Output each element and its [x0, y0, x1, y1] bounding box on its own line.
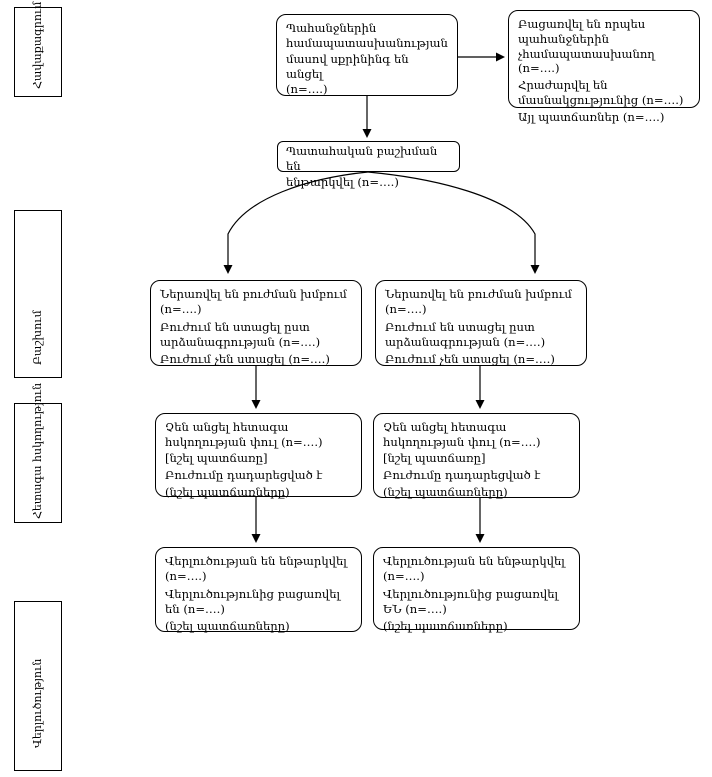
excluded-item-other-reasons: Այլ պատճառներ (n=….): [518, 109, 665, 124]
stage-box-follow-up: Հետագա հսկողություն: [14, 383, 62, 523]
allocation-left-not-received: Բուժում չեն ստացել (n=….): [160, 352, 330, 367]
analysis-left-reasons: (նշել պատճառները): [165, 619, 290, 634]
stage-box-analysis: Վերլուծություն: [14, 601, 62, 771]
analysis-left-analysed: Վերլուծության են ենթարկվել (n=….): [165, 554, 347, 584]
stage-label-analysis: Վերլուծություն: [31, 658, 44, 748]
randomized-text: Պատահական բաշխման են ենթարկվել (n=….): [286, 144, 438, 189]
excluded-item-not-meeting-criteria: Բացառվել են որպես պահանջներին չհամապատաս…: [518, 17, 655, 76]
follow-up-right-box: Չեն անցել հետագա հսկողության փուլ (n=….)…: [373, 413, 580, 500]
allocation-left-box: Ներառվել են բուժման խմբում (n=….) Բուժու…: [150, 280, 362, 366]
follow-up-left-discontinued: Բուժումը դադարեցված է: [165, 467, 323, 482]
follow-up-left-reasons: (նշել պատճառները): [165, 485, 290, 500]
screening-text: Պահանջներին համապատասխանության մասով սքր…: [286, 21, 448, 97]
analysis-right-analysed: Վերլուծության են ենթարկվել (n=….): [383, 554, 565, 584]
allocation-right-not-received: Բուժում չեն ստացել (n=….): [385, 352, 555, 367]
analysis-right-excluded: Վերլուծությունից բացառվել ԵՆ (n=….): [383, 586, 559, 616]
allocation-right-included: Ներառվել են բուժման խմբում (n=….): [385, 287, 572, 317]
follow-up-right-reasons: (նշել պատճառները): [383, 485, 508, 500]
analysis-right-reasons: (նշել պատճառները): [383, 619, 508, 634]
follow-up-left-lost: Չեն անցել հետագա հսկողության փուլ (n=….)…: [165, 420, 323, 465]
excluded-box: Բացառվել են որպես պահանջներին չհամապատաս…: [508, 10, 700, 124]
allocation-right-box: Ներառվել են բուժման խմբում (n=….) Բուժու…: [375, 280, 587, 366]
analysis-left-excluded: Վերլուծությունից բացառվել են (n=….): [165, 586, 341, 616]
randomized-box: Պատահական բաշխման են ենթարկվել (n=….): [277, 141, 460, 189]
screening-box: Պահանջներին համապատասխանության մասով սքր…: [276, 14, 458, 96]
follow-up-left-box: Չեն անցել հետագա հսկողության փուլ (n=….)…: [155, 413, 362, 500]
excluded-item-declined: Հրաժարվել են մասնակցությունից (n=….): [518, 78, 684, 108]
stage-label-follow-up: Հետագա հսկողություն: [31, 382, 44, 519]
allocation-right-received: Բուժում են ստացել ըստ արձանագրության (n=…: [385, 319, 546, 349]
stage-box-recruitment: Հավաքագրում: [14, 2, 62, 97]
follow-up-right-discontinued: Բուժումը դադարեցված է: [383, 467, 541, 482]
analysis-left-box: Վերլուծության են ենթարկվել (n=….) Վերլու…: [155, 547, 362, 634]
stage-box-allocation: Բաշխում: [14, 210, 62, 378]
allocation-left-received: Բուժում են ստացել ըստ արձանագրության (n=…: [160, 319, 321, 349]
allocation-left-included: Ներառվել են բուժման խմբում (n=….): [160, 287, 347, 317]
stage-label-allocation: Բաշխում: [31, 310, 44, 365]
stage-label-recruitment: Հավաքագրում: [31, 1, 44, 89]
follow-up-right-lost: Չեն անցել հետագա հսկողության փուլ (n=….)…: [383, 420, 541, 465]
analysis-right-box: Վերլուծության են ենթարկվել (n=….) Վերլու…: [373, 547, 580, 633]
